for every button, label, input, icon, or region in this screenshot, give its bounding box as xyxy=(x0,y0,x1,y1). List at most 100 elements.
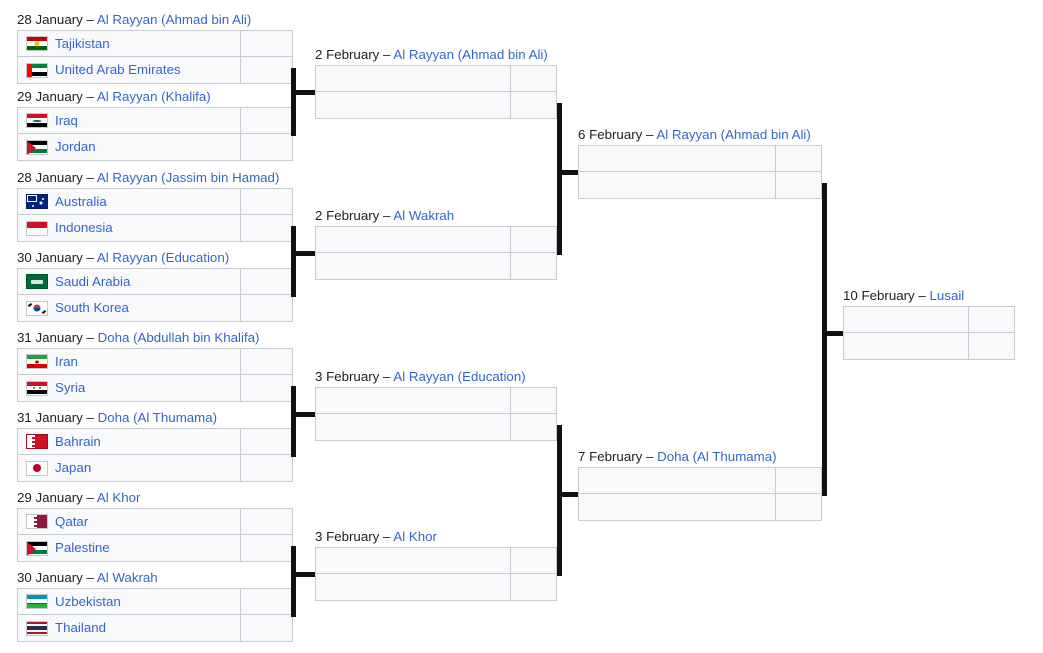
match-box-r2m4 xyxy=(315,547,557,601)
team-name-link[interactable]: Japan xyxy=(55,460,92,475)
header-dash: – xyxy=(82,490,97,505)
connector-spine-r2-pair-2 xyxy=(557,425,562,576)
match-row xyxy=(316,92,556,118)
team-name-link[interactable]: South Korea xyxy=(55,300,129,315)
match-date: 31 January xyxy=(17,330,83,345)
match-venue-link[interactable]: Al Wakrah xyxy=(96,570,158,585)
team-name-link[interactable]: United Arab Emirates xyxy=(55,62,181,77)
match-date: 10 February xyxy=(843,288,915,303)
team-name-link[interactable]: Palestine xyxy=(55,540,110,555)
match-venue-link[interactable]: Al Rayyan (Ahmad bin Ali) xyxy=(656,127,811,142)
match-venue-link[interactable]: Lusail xyxy=(929,288,965,303)
match-venue-link[interactable]: Al Khor xyxy=(393,529,437,544)
match-header-r3m1: 6 February – Al Rayyan (Ahmad bin Ali) xyxy=(578,127,811,143)
team-name-link[interactable]: Uzbekistan xyxy=(55,593,121,609)
team-name-link[interactable]: Australia xyxy=(55,193,107,209)
match-row xyxy=(579,494,821,520)
flag-icon-iraq xyxy=(26,113,48,128)
match-venue-link[interactable]: Al Rayyan (Khalifa) xyxy=(96,89,211,104)
team-score xyxy=(240,509,292,534)
team-name-link[interactable]: Bahrain xyxy=(55,433,101,449)
match-venue-link[interactable]: Doha (Al Thumama) xyxy=(657,449,777,464)
match-venue-link[interactable]: Al Wakrah xyxy=(393,208,455,223)
team-score xyxy=(240,215,292,241)
team-score xyxy=(240,269,292,294)
match-row: Japan xyxy=(18,455,292,481)
team-score xyxy=(968,307,1014,332)
match-header-r1m8: 30 January – Al Wakrah xyxy=(17,570,158,586)
header-dash: – xyxy=(82,89,97,104)
team-cell: South Korea xyxy=(18,295,240,321)
match-header-r1m5: 31 January – Doha (Abdullah bin Khalifa) xyxy=(17,330,259,346)
match-date: 28 January xyxy=(17,170,83,185)
match-row: United Arab Emirates xyxy=(18,57,292,83)
connector-spine-r2-pair-1 xyxy=(557,103,562,255)
header-dash: – xyxy=(82,12,97,27)
match-date: 3 February xyxy=(315,369,380,384)
match-header-r3m2: 7 February – Doha (Al Thumama) xyxy=(578,449,777,465)
team-name-link[interactable]: Indonesia xyxy=(55,220,113,235)
match-venue-link[interactable]: Doha (Al Thumama) xyxy=(97,410,218,425)
team-cell: United Arab Emirates xyxy=(18,57,240,83)
team-name-link[interactable]: Thailand xyxy=(55,620,107,635)
team-cell: Bahrain xyxy=(18,429,240,454)
match-row: Uzbekistan xyxy=(18,589,292,615)
team-score xyxy=(240,295,292,321)
team-cell xyxy=(579,494,775,520)
header-dash: – xyxy=(82,410,98,425)
flag-icon-jordan xyxy=(26,139,48,155)
match-venue-link[interactable]: Al Rayyan (Ahmad bin Ali) xyxy=(96,12,252,27)
match-venue-link[interactable]: Doha (Abdullah bin Khalifa) xyxy=(97,330,260,345)
team-name-link[interactable]: Saudi Arabia xyxy=(55,273,131,289)
team-score xyxy=(775,146,821,171)
connector-into-r2-4 xyxy=(293,572,315,577)
flag-icon-syria xyxy=(26,380,48,396)
match-venue-link[interactable]: Al Khor xyxy=(96,490,141,505)
match-row xyxy=(316,227,556,253)
team-score xyxy=(240,349,292,374)
team-cell: Thailand xyxy=(18,615,240,641)
team-score xyxy=(240,589,292,614)
team-cell xyxy=(316,253,510,279)
flag-icon-australia xyxy=(26,194,48,209)
match-header-r1m7: 29 January – Al Khor xyxy=(17,490,140,506)
match-header-r2m4: 3 February – Al Khor xyxy=(315,529,437,545)
team-cell: Qatar xyxy=(18,509,240,534)
match-venue-link[interactable]: Al Rayyan (Education) xyxy=(96,250,230,265)
connector-into-r3-1 xyxy=(559,170,578,175)
flag-icon-palestine xyxy=(26,540,48,556)
team-name-link[interactable]: Jordan xyxy=(55,139,96,154)
match-venue-link[interactable]: Al Rayyan (Education) xyxy=(393,369,526,384)
connector-into-r4-1 xyxy=(824,331,843,336)
team-cell xyxy=(316,548,510,573)
match-venue-link[interactable]: Al Rayyan (Jassim bin Hamad) xyxy=(96,170,280,185)
flag-icon-tajikistan xyxy=(26,36,48,51)
team-name-link[interactable]: Iran xyxy=(55,353,78,369)
team-cell xyxy=(579,146,775,171)
match-venue-link[interactable]: Al Rayyan (Ahmad bin Ali) xyxy=(393,47,548,62)
match-row: Indonesia xyxy=(18,215,292,241)
team-name-link[interactable]: Syria xyxy=(55,380,86,395)
team-name-link[interactable]: Iraq xyxy=(55,112,78,128)
team-name-link[interactable]: Qatar xyxy=(55,513,89,529)
match-row xyxy=(844,333,1014,359)
team-cell: Tajikistan xyxy=(18,31,240,56)
team-name-link[interactable]: Tajikistan xyxy=(55,35,110,51)
match-row xyxy=(316,388,556,414)
team-score xyxy=(240,189,292,214)
match-header-r1m1: 28 January – Al Rayyan (Ahmad bin Ali) xyxy=(17,12,251,28)
team-score xyxy=(510,414,556,440)
header-dash: – xyxy=(914,288,930,303)
match-header-r2m3: 3 February – Al Rayyan (Education) xyxy=(315,369,526,385)
match-date: 29 January xyxy=(17,490,83,505)
match-row: Syria xyxy=(18,375,292,401)
match-row: Iraq xyxy=(18,108,292,134)
header-dash: – xyxy=(642,449,658,464)
team-cell: Japan xyxy=(18,455,240,481)
flag-icon-japan xyxy=(26,460,48,476)
match-header-r4m1: 10 February – Lusail xyxy=(843,288,964,304)
